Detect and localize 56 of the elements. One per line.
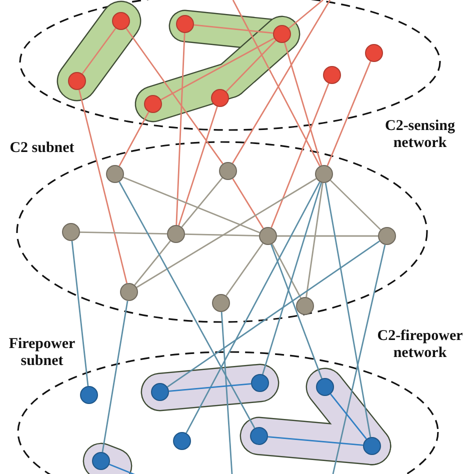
network-node-circle: [365, 44, 383, 62]
connector-line: [270, 83, 330, 228]
network-node-circle: [323, 66, 341, 84]
connector-line: [220, 312, 233, 474]
connector-line: [270, 244, 322, 379]
network-node-circle: [106, 165, 124, 183]
connector-line: [284, 42, 322, 166]
connector-line: [168, 383, 252, 392]
connector-line: [330, 180, 382, 230]
connector-line: [181, 178, 223, 228]
connector-line: [176, 32, 186, 226]
connector-line: [194, 24, 274, 34]
connector-line: [232, 178, 264, 229]
network-label: C2 subnet: [8, 140, 76, 157]
connector-line: [332, 244, 386, 474]
network-node-circle: [219, 162, 237, 180]
network-label: C2-firepower network: [376, 328, 464, 362]
connector-line: [324, 182, 372, 438]
network-node-circle: [62, 223, 80, 241]
connector-line: [126, 28, 224, 164]
connector-line: [102, 300, 128, 452]
connector-line: [268, 436, 364, 446]
network-node-circle: [378, 227, 396, 245]
connector-line: [167, 240, 380, 388]
connector-line: [118, 112, 150, 166]
network-node-circle: [259, 227, 277, 245]
network-node-circle: [212, 294, 230, 312]
network-node-circle: [80, 386, 98, 404]
connector-line: [123, 176, 260, 234]
connector-line: [306, 182, 324, 298]
network-node-circle: [296, 297, 314, 315]
connector-line: [226, 242, 264, 296]
network-label: Firepower subnet: [8, 336, 76, 370]
connector-line: [184, 234, 260, 236]
connector-line: [118, 182, 256, 428]
connector-line: [80, 231, 168, 235]
connector-line: [134, 240, 171, 286]
connector-line: [82, 28, 116, 74]
connector-line: [226, 40, 276, 92]
connector-line: [78, 90, 128, 284]
connector-line: [330, 394, 367, 440]
network-label: C2-sensing network: [384, 118, 456, 152]
network-node-circle: [173, 432, 191, 450]
connector-line: [178, 106, 218, 226]
connector-line: [160, 38, 274, 100]
connector-line: [262, 182, 322, 375]
connector-line: [326, 61, 372, 166]
network-node-circle: [120, 283, 138, 301]
connector-line: [186, 182, 320, 434]
network-node-circle: [315, 165, 333, 183]
connector-line: [272, 244, 302, 298]
connector-line: [71, 240, 89, 386]
connector-line: [277, 235, 378, 237]
network-node-circle: [167, 225, 185, 243]
connector-line: [136, 178, 317, 288]
connector-line: [288, 0, 324, 29]
